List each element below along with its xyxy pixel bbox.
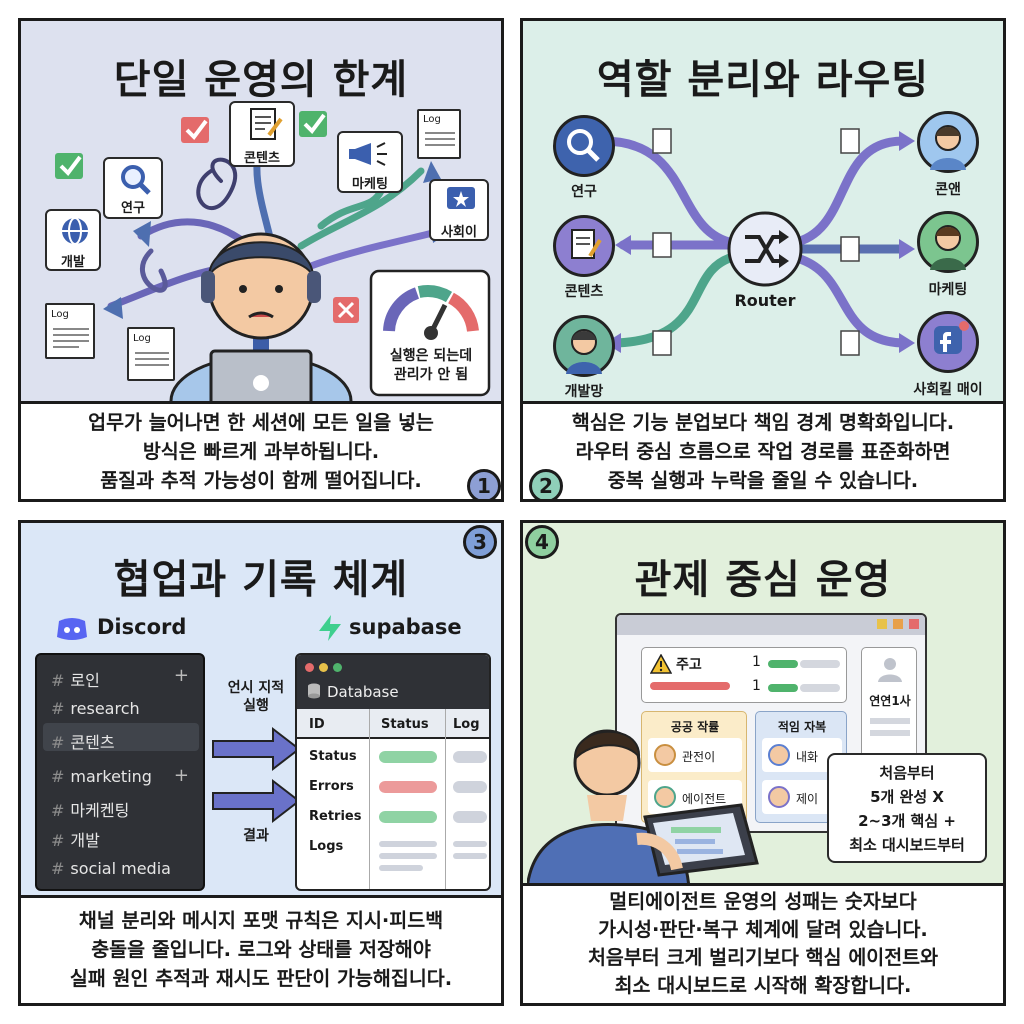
log-doc: Log bbox=[417, 109, 461, 159]
channel-item[interactable]: #마케켄팅 bbox=[51, 801, 130, 820]
panel-caption: 멀티에이전트 운영의 성패는 숫자보다 가시성·판단·복구 체계에 달려 있습니… bbox=[523, 883, 1003, 1003]
add-channel-icon[interactable]: + bbox=[173, 765, 189, 786]
text-lines-icon bbox=[53, 328, 89, 348]
marketing-tag: 마케팅 bbox=[337, 131, 403, 193]
panel-number: 1 bbox=[467, 469, 501, 499]
social-tag: 사회이 bbox=[429, 179, 489, 241]
role-node-1 bbox=[917, 111, 979, 173]
dev-tag: 개발 bbox=[45, 209, 101, 271]
magnifier-icon bbox=[567, 129, 600, 162]
research-tag: 연구 bbox=[103, 157, 163, 219]
agent-avatar bbox=[768, 786, 790, 808]
discord-logo-icon bbox=[57, 618, 87, 640]
result-label: 결과 bbox=[243, 828, 269, 844]
channel-item[interactable]: #로인 bbox=[51, 671, 100, 690]
channel-item[interactable]: #개발 bbox=[51, 831, 100, 850]
router-flow-diagram bbox=[598, 128, 915, 356]
panel-title: 협업과 기록 체계 bbox=[113, 557, 409, 603]
channel-item[interactable]: #social media bbox=[51, 859, 171, 878]
panel-caption: 핵심은 기능 분업보다 책임 경계 명확화입니다. 라우터 중심 흐름으로 작업… bbox=[523, 401, 1003, 499]
operator-illustration bbox=[527, 729, 759, 889]
add-channel-icon[interactable]: + bbox=[173, 665, 189, 686]
person-avatar-icon bbox=[930, 125, 966, 170]
group-card-a: 공공 작률 관전이 에이전트 bbox=[641, 711, 747, 823]
panel-title: 역할 분리와 라우팅 bbox=[596, 57, 930, 103]
agent-avatar bbox=[654, 744, 676, 766]
globe-icon bbox=[62, 217, 88, 245]
content-node bbox=[553, 215, 615, 277]
panel-number: 3 bbox=[463, 525, 497, 559]
log-doc: Log bbox=[45, 303, 95, 359]
database-icon bbox=[308, 683, 320, 699]
megaphone-icon bbox=[349, 142, 387, 166]
supabase-logo-icon bbox=[319, 615, 341, 641]
panel-title: 단일 운영의 한계 bbox=[113, 57, 409, 103]
panel-caption: 업무가 늘어나면 한 세션에 모든 일을 넣는 방식은 빠르게 과부하됩니다. … bbox=[21, 401, 501, 499]
panel-number: 2 bbox=[529, 469, 563, 499]
warning-icon bbox=[650, 654, 672, 674]
magnifier-icon bbox=[121, 165, 151, 195]
channel-list: #로인 + #research #콘텐츠 #marketing + #마케켄팅 … bbox=[35, 653, 205, 891]
channel-item[interactable]: #research bbox=[51, 699, 140, 718]
dashboard-window: 주고 1 1 연연1사 공공 작률 관전이 에이전트 bbox=[615, 613, 927, 833]
alert-card: 주고 1 1 bbox=[641, 647, 847, 703]
document-edit-icon bbox=[571, 229, 602, 259]
role-node-2 bbox=[917, 211, 979, 273]
role-node-3 bbox=[917, 311, 979, 373]
panel-single-operation: 단일 운영의 한계 bbox=[18, 18, 504, 502]
person-avatar-icon bbox=[566, 329, 602, 374]
text-lines-icon bbox=[135, 352, 169, 366]
database-window: Database ID Status Log Status Errors Ret… bbox=[295, 653, 491, 891]
advice-note: 처음부터 5개 완성 X 2~3개 핵심 + 최소 대시보드부터 bbox=[827, 753, 987, 863]
panel-title: 관제 중심 운영 bbox=[634, 557, 892, 603]
flow-arrows bbox=[212, 726, 301, 824]
router-label: Router bbox=[734, 291, 796, 310]
person-avatar-icon bbox=[930, 225, 966, 270]
panel-caption: 채널 분리와 메시지 포맷 규칙은 지시·피드백 충돌을 줄입니다. 로그와 상… bbox=[21, 895, 501, 1003]
gauge-caption: 실행은 되는데 관리가 안 됨 bbox=[389, 348, 473, 383]
log-doc: Log bbox=[127, 327, 175, 381]
channel-item[interactable]: #marketing bbox=[51, 767, 152, 786]
panel-control-center: 4 관제 중심 운영 주고 1 1 연연1사 bbox=[520, 520, 1006, 1006]
text-lines-icon bbox=[425, 132, 455, 146]
social-badge-icon bbox=[934, 321, 969, 354]
content-tag: 콘텐츠 bbox=[229, 101, 295, 167]
agent-avatar bbox=[768, 744, 790, 766]
supabase-label: supabase bbox=[349, 615, 462, 639]
user-icon bbox=[878, 658, 902, 682]
channel-item-selected[interactable]: #콘텐츠 bbox=[51, 733, 115, 752]
agent-avatar bbox=[654, 786, 676, 808]
document-edit-icon bbox=[250, 108, 283, 140]
dev-node bbox=[553, 315, 615, 377]
panel-collab-records: 협업과 기록 체계 3 Discord supabase #로인 + #rese… bbox=[18, 520, 504, 1006]
discord-label: Discord bbox=[97, 615, 187, 639]
chat-star-icon bbox=[447, 187, 475, 209]
research-node bbox=[553, 115, 615, 177]
instruction-label: 언시 지적 실행 bbox=[227, 680, 285, 714]
panel-number: 4 bbox=[525, 525, 559, 559]
panel-routing: 역할 분리와 라우팅 bbox=[520, 18, 1006, 502]
